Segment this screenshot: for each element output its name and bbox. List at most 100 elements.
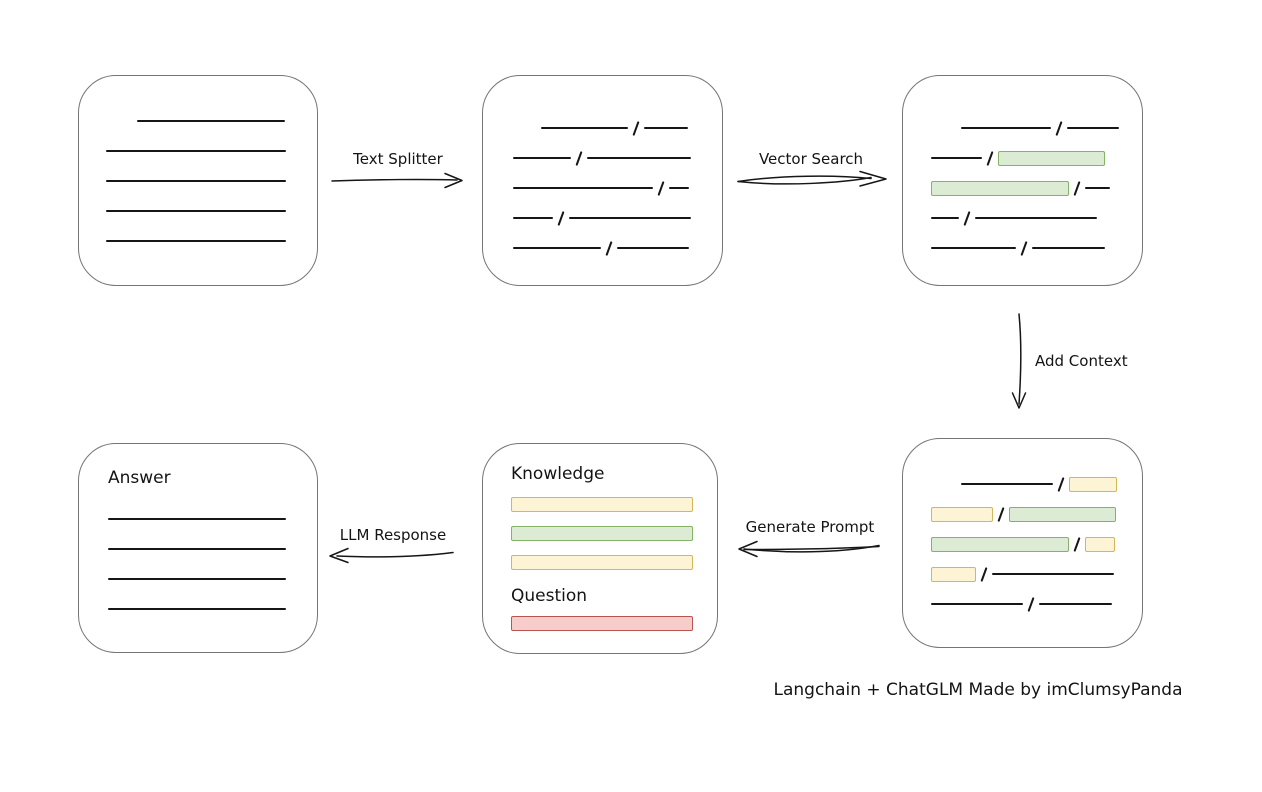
context-box xyxy=(902,438,1143,648)
text-line xyxy=(617,247,689,249)
prompt-bar-yellow xyxy=(511,555,693,570)
text-row xyxy=(513,173,691,203)
text-line xyxy=(106,150,286,152)
text-line xyxy=(541,127,628,129)
text-line xyxy=(931,247,1016,249)
slash-separator xyxy=(657,180,665,196)
llm-response-label: LLM Response xyxy=(339,526,447,544)
text-row xyxy=(513,143,691,173)
slash-separator xyxy=(1073,180,1081,196)
indent-gap xyxy=(931,484,961,485)
text-line xyxy=(513,157,571,159)
text-line xyxy=(106,180,286,182)
vector-search-label: Vector Search xyxy=(758,150,864,168)
vector-match-lines xyxy=(931,113,1119,263)
text-line xyxy=(669,187,689,189)
text-line xyxy=(108,548,286,550)
vector-matches-box xyxy=(902,75,1143,286)
text-row xyxy=(931,529,1117,559)
text-line xyxy=(992,573,1114,575)
text-line xyxy=(137,120,285,122)
text-row xyxy=(931,203,1119,233)
caption: Langchain + ChatGLM Made by imClumsyPand… xyxy=(773,680,1183,700)
text-row xyxy=(931,113,1119,143)
indent-gap xyxy=(106,121,137,122)
slash-separator xyxy=(986,150,994,166)
text-row xyxy=(513,233,691,263)
text-line xyxy=(644,127,688,129)
text-line xyxy=(513,247,601,249)
answer-box: Answer xyxy=(78,443,318,653)
text-line xyxy=(513,217,553,219)
text-row xyxy=(931,559,1117,589)
highlight-bar-yellow xyxy=(931,566,976,582)
text-splitter-label: Text Splitter xyxy=(353,150,443,168)
generate-prompt-arrow xyxy=(738,540,880,558)
text-line xyxy=(108,578,286,580)
text-line xyxy=(569,217,691,219)
text-row xyxy=(106,196,286,226)
generate-prompt-label: Generate Prompt xyxy=(745,518,875,536)
answer-lines xyxy=(108,504,286,624)
text-row xyxy=(513,113,691,143)
text-row xyxy=(108,594,286,624)
text-row xyxy=(108,504,286,534)
document-lines xyxy=(106,106,286,256)
highlight-bar-yellow xyxy=(931,506,993,522)
text-line xyxy=(106,210,286,212)
prompt-bar-red xyxy=(511,616,693,631)
slash-separator xyxy=(980,566,988,582)
slash-separator xyxy=(1073,536,1081,552)
vector-search-arrow xyxy=(737,170,887,187)
text-line xyxy=(1032,247,1105,249)
highlight-bar-yellow xyxy=(1069,476,1117,492)
slash-separator xyxy=(997,506,1005,522)
text-row xyxy=(931,499,1117,529)
text-row xyxy=(931,469,1117,499)
context-lines xyxy=(931,469,1117,619)
text-line xyxy=(931,217,959,219)
text-row xyxy=(106,166,286,196)
slash-separator xyxy=(575,150,583,166)
source-document-box xyxy=(78,75,318,286)
text-line xyxy=(587,157,691,159)
highlight-bar-green xyxy=(931,180,1069,196)
text-line xyxy=(106,240,286,242)
text-row xyxy=(106,106,286,136)
text-chunks-box xyxy=(482,75,723,286)
answer-label: Answer xyxy=(108,468,171,488)
text-row xyxy=(108,534,286,564)
slash-separator xyxy=(1055,120,1063,136)
indent-gap xyxy=(513,128,541,129)
text-line xyxy=(513,187,653,189)
highlight-bar-green xyxy=(998,150,1105,166)
text-row xyxy=(106,226,286,256)
slash-separator xyxy=(1020,240,1028,256)
highlight-bar-green xyxy=(931,536,1069,552)
knowledge-label: Knowledge xyxy=(511,464,605,484)
slash-separator xyxy=(963,210,971,226)
slash-separator xyxy=(632,120,640,136)
text-row xyxy=(106,136,286,166)
highlight-bar-yellow xyxy=(1085,536,1115,552)
add-context-label: Add Context xyxy=(1035,352,1128,370)
text-line xyxy=(1085,187,1110,189)
text-line xyxy=(975,217,1097,219)
text-line xyxy=(108,518,286,520)
slash-separator xyxy=(605,240,613,256)
question-label: Question xyxy=(511,586,588,606)
llm-response-arrow xyxy=(329,547,454,564)
text-row xyxy=(513,203,691,233)
slash-separator xyxy=(1027,596,1035,612)
text-line xyxy=(931,603,1023,605)
slash-separator xyxy=(1057,476,1065,492)
chunk-lines xyxy=(513,113,691,263)
indent-gap xyxy=(931,128,961,129)
prompt-bar-yellow xyxy=(511,497,693,512)
slash-separator xyxy=(557,210,565,226)
text-row xyxy=(931,589,1117,619)
text-line xyxy=(1067,127,1119,129)
text-row xyxy=(931,173,1119,203)
text-line xyxy=(108,608,286,610)
